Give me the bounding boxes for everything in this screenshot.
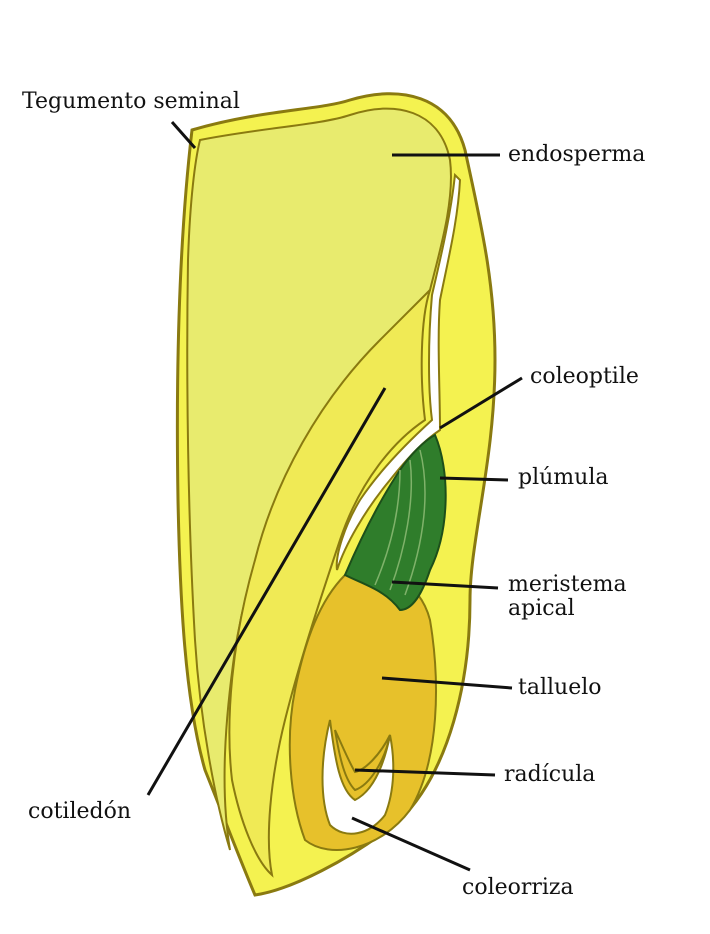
cleft	[335, 172, 462, 571]
leader-lines	[146, 121, 523, 872]
leader-tegumento	[170, 121, 197, 149]
label-plumula: plúmula	[518, 465, 609, 490]
label-cotiledon: cotiledón	[28, 799, 131, 824]
label-tegumento-seminal: Tegumento seminal	[22, 89, 240, 114]
leader-cotiledon	[146, 387, 387, 796]
label-coleoptile: coleoptile	[530, 364, 639, 389]
radicle	[334, 729, 391, 792]
label-endosperma: endosperma	[508, 142, 646, 167]
leader-meristema	[391, 580, 499, 590]
leader-coleorriza	[351, 816, 471, 872]
label-talluelo: talluelo	[518, 675, 602, 700]
leader-radicula	[354, 768, 496, 777]
label-radicula: radícula	[504, 762, 596, 787]
coleorhiza	[321, 719, 395, 835]
leader-plumula	[439, 476, 509, 482]
leader-talluelo	[381, 676, 513, 690]
label-meristema-apical: meristema apical	[508, 572, 627, 622]
label-coleorriza: coleorriza	[462, 875, 574, 900]
cotyledon	[228, 289, 431, 878]
leader-coleoptile	[439, 376, 523, 430]
